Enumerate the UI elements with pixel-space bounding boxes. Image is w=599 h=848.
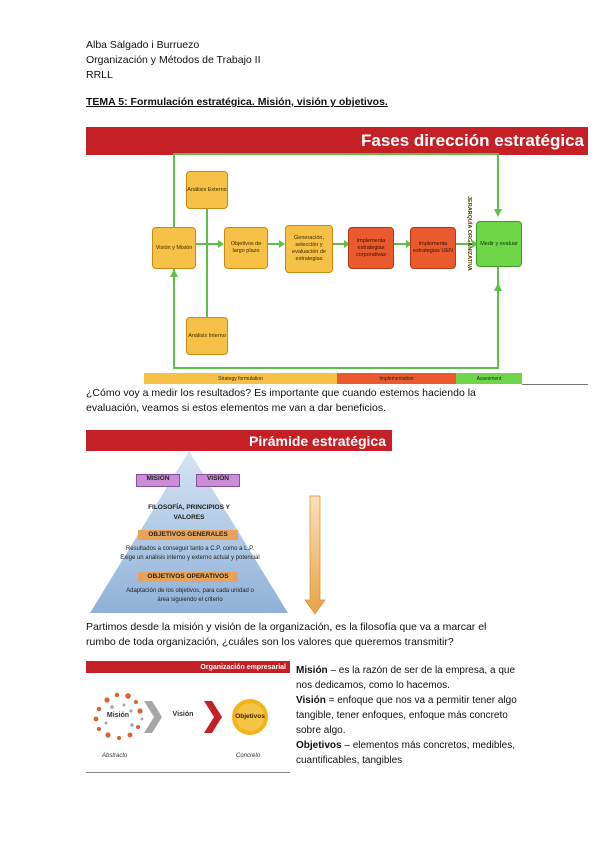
box-generacion-estrategias: Generación, selección y evaluación de es…: [285, 225, 333, 273]
paragraph-mision-vision: Partimos desde la misión y visión de la …: [86, 621, 487, 648]
figure-organizacion: Organización empresarial Misión Visión O…: [86, 661, 290, 773]
def-objetivos: Objetivos – elementos más concretos, med…: [296, 738, 520, 768]
def-vision: Visión = enfoque que nos va a permitir t…: [296, 693, 520, 738]
bar-strategy-formulation: Strategy formulation: [144, 373, 337, 384]
org-abstracto-label: Abstracto: [102, 753, 128, 759]
group-name: RRLL: [86, 69, 113, 81]
def-mision: Misión – es la razón de ser de la empres…: [296, 663, 520, 693]
bar-underline: [522, 384, 588, 385]
text-generales-2: Exige un análisis interno y externo actu…: [120, 555, 260, 561]
org-concreto-label: Concreto: [236, 753, 261, 759]
text-generales-1: Resultados a conseguir tanto a C.P. como…: [125, 546, 255, 552]
piramide-banner: Pirámide estratégica: [86, 430, 392, 451]
box-medir-evaluar: Medir y evaluar: [476, 221, 522, 267]
definitions-block: Misión – es la razón de ser de la empres…: [296, 663, 520, 768]
tag-objetivos-generales: OBJETIVOS GENERALES: [138, 530, 238, 540]
author-name: Alba Salgado i Burruezo: [86, 39, 200, 51]
subject-name: Organización y Métodos de Trabajo II: [86, 54, 261, 66]
label-filosofia: FILOSOFÍA, PRINCIPIOS Y VALORES: [148, 504, 230, 521]
def-vision-term: Visión: [296, 695, 326, 706]
box-objetivos-largo-plazo: Objetivos de largo plazo: [224, 227, 268, 269]
text-operativos-2: área siguiendo el criterio: [157, 597, 223, 603]
bar-implementation: Implementation: [337, 373, 456, 384]
tag-vision: VISIÓN: [196, 474, 240, 487]
label-jerarquia: JERARQUÍA ORGANIZATIVA: [462, 196, 472, 300]
figure-piramide: Pirámide estratégica MISIÓN VISIÓN FILOS…: [86, 196, 472, 615]
text-operativos-1: Adaptación de los objetivos, para cada u…: [126, 588, 254, 594]
def-mision-text: – es la razón de ser de la empresa, a qu…: [296, 665, 516, 691]
topic-title: TEMA 5: Formulación estratégica. Misión,…: [86, 96, 388, 108]
def-mision-term: Misión: [296, 665, 328, 676]
paragraph-medir-resultados: ¿Cómo voy a medir los resultados? Es imp…: [86, 387, 476, 414]
org-underline: [86, 772, 290, 773]
organizacion-banner: Organización empresarial: [86, 661, 290, 673]
org-vision-label: Visión: [172, 711, 194, 718]
box-vision-mision: Visión y Misión: [152, 227, 196, 269]
figure-fases: Fases dirección estratégica: [86, 127, 588, 385]
box-estrategias-uen: Implementa estrategias UEN: [410, 227, 456, 269]
box-analisis-interno: Análisis Interno: [186, 317, 228, 355]
label-jerarquia-text: JERARQUÍA ORGANIZATIVA: [466, 196, 472, 271]
tag-mision: MISIÓN: [136, 474, 180, 487]
fases-banner: Fases dirección estratégica: [86, 127, 588, 155]
fases-connectors: [170, 153, 502, 369]
box-estrategias-corporativas: Implementa estrategias corporativas: [348, 227, 394, 269]
def-vision-text: = enfoque que nos va a permitir tener al…: [296, 695, 517, 736]
org-objetivos-label: Objetivos: [235, 713, 265, 720]
tag-objetivos-operativos: OBJETIVOS OPERATIVOS: [138, 572, 238, 582]
box-analisis-externo: Análisis Externo: [186, 171, 228, 209]
def-objetivos-text: – elementos más concretos, medibles, cua…: [296, 740, 515, 766]
org-mision-label: Misión: [106, 712, 130, 719]
bar-assesment: Assesment: [456, 373, 522, 384]
def-objetivos-term: Objetivos: [296, 740, 342, 751]
organizacion-graphic: [93, 692, 268, 740]
